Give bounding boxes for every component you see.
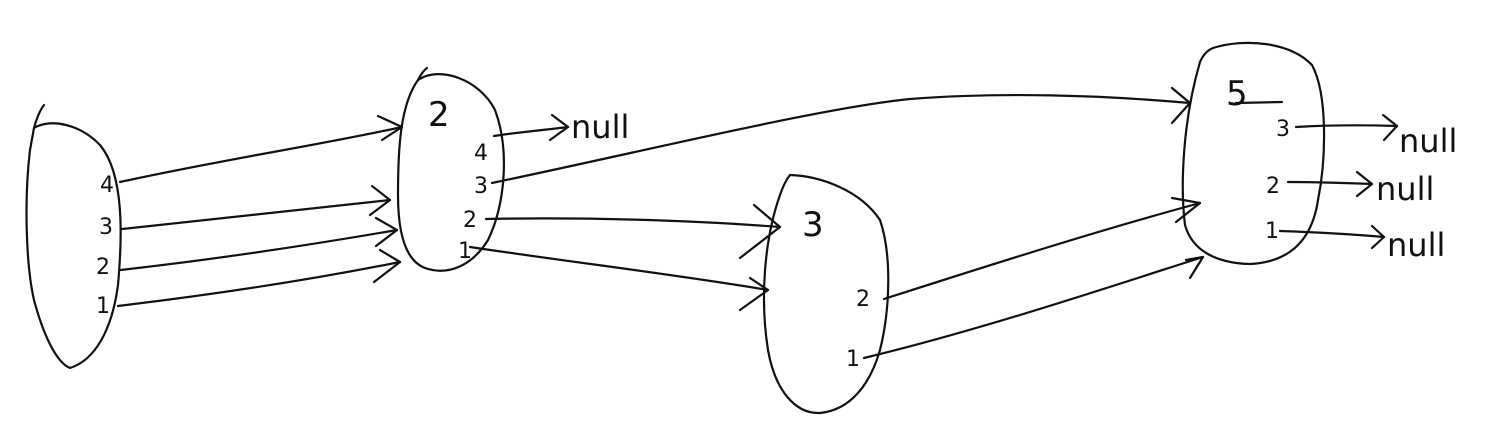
arrowhead: [1355, 170, 1374, 198]
null-label: null: [1376, 170, 1434, 208]
edge-header-level-4: [118, 125, 404, 184]
null-label: null: [571, 108, 629, 146]
node-3-title: 3: [802, 205, 824, 245]
node-5-slot-label: 2: [1266, 174, 1280, 199]
header-slot-label: 2: [96, 255, 110, 280]
arrowhead: [1370, 224, 1386, 250]
edges-header-to-node-2: [116, 114, 404, 308]
node-2-slot-label: 1: [458, 239, 472, 264]
edge-node-5-level-3: [1294, 124, 1399, 129]
arrowhead: [1170, 196, 1202, 224]
arrowhead: [1381, 113, 1399, 142]
node-5-slot-label: 1: [1265, 219, 1279, 244]
arrowhead: [1170, 86, 1192, 125]
node-3-outline: [762, 173, 890, 415]
node-2: 2 4 3 2 1: [396, 66, 506, 272]
node-3-slot-label: 2: [856, 287, 870, 312]
edge-node-3-level-2: [882, 201, 1202, 301]
edges-node-3: [862, 196, 1205, 360]
null-label: null: [1399, 122, 1457, 160]
edge-node-2-level-1: [468, 245, 770, 292]
node-5-title: 5: [1226, 74, 1248, 114]
node-2-slot-label: 4: [474, 141, 488, 166]
node-3: 3 2 1: [762, 173, 890, 415]
edge-node-2-level-2: [484, 217, 782, 229]
edges-node-5: null null null: [1278, 113, 1457, 264]
node-2-slot-label: 2: [463, 208, 477, 233]
node-5-outline: [1181, 41, 1326, 266]
edge-header-level-1: [116, 260, 402, 308]
arrowhead: [374, 216, 399, 248]
node-2-slot-label: 3: [474, 174, 488, 199]
node-header-tick: [32, 103, 46, 130]
node-2-title: 2: [428, 95, 450, 135]
arrowhead: [738, 276, 770, 312]
node-2-outline: [396, 73, 506, 272]
node-5-title-underline: [1234, 100, 1284, 105]
node-2-tick: [416, 66, 429, 82]
header-slot-label: 3: [99, 215, 113, 240]
edge-node-2-level-3: [490, 93, 1192, 185]
edge-node-3-level-1: [862, 255, 1205, 360]
edge-node-5-level-1: [1278, 229, 1386, 239]
edge-node-5-level-2: [1286, 180, 1374, 186]
node-header: 4 3 2 1: [25, 103, 122, 370]
arrowhead: [1184, 255, 1205, 280]
edge-node-2-level-4: [492, 125, 570, 138]
header-slot-label: 4: [100, 173, 114, 198]
edge-header-level-2: [118, 228, 399, 272]
header-slot-label: 1: [96, 294, 110, 319]
arrowhead: [548, 113, 570, 142]
arrowhead: [372, 248, 402, 284]
node-header-outline: [25, 122, 122, 370]
node-3-slot-label: 1: [846, 347, 860, 372]
arrowhead: [368, 184, 392, 217]
node-5: 5 3 2 1: [1181, 41, 1326, 266]
edge-header-level-3: [120, 198, 392, 231]
arrowhead: [738, 203, 782, 260]
arrowhead: [376, 114, 404, 142]
null-label: null: [1387, 226, 1445, 264]
edges-node-2: null: [468, 86, 1192, 312]
node-5-slot-label: 3: [1276, 117, 1290, 142]
